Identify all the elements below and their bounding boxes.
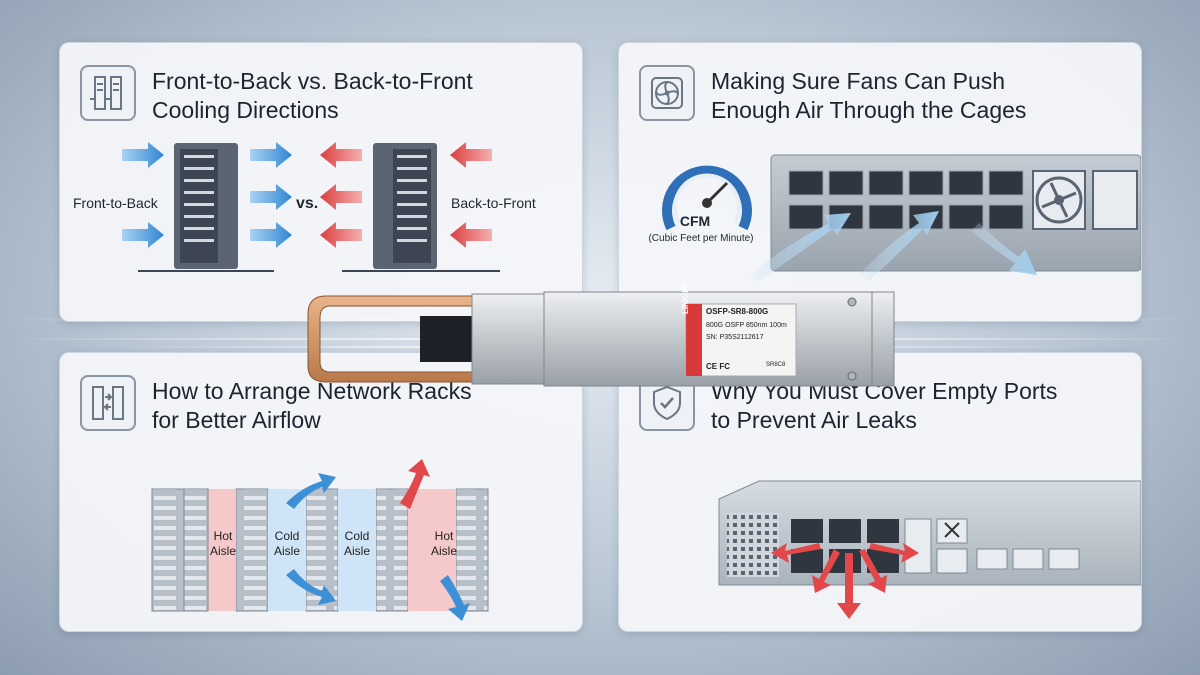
cfm-label: CFM	[679, 213, 711, 229]
fans-diagram	[662, 154, 1141, 281]
fans-title: Making Sure Fans Can Push Enough Air Thr…	[711, 68, 1027, 123]
switch-fan	[1032, 170, 1138, 230]
module-model: OSFP-SR8-800G	[706, 307, 769, 316]
cooling-diagram	[122, 142, 500, 272]
module-brand: LINK-PP	[681, 282, 690, 314]
empty-ports-panel: Why You Must Cover Empty Ports to Preven…	[618, 352, 1142, 632]
racks-diagram	[151, 459, 489, 621]
module-serial: SN: P35S2112617	[706, 334, 764, 341]
front-to-back-label: Front-to-Back	[73, 195, 158, 211]
back-to-front-arrows	[320, 142, 492, 248]
ports-diagram	[718, 480, 1141, 619]
air-leak-arrows	[771, 543, 919, 619]
module-marks: CE FC	[706, 362, 730, 371]
vs-label: vs.	[296, 195, 319, 212]
front-to-back-arrows	[122, 142, 292, 248]
rack-arrange-icon	[80, 375, 136, 431]
rack-airflow-icon	[80, 65, 136, 121]
fan-icon	[639, 65, 695, 121]
module-desc: 800G OSFP 850nm 100m	[706, 322, 787, 329]
back-to-front-label: Back-to-Front	[451, 195, 536, 211]
cfm-gauge	[662, 165, 752, 231]
fans-panel: Making Sure Fans Can Push Enough Air Thr…	[618, 42, 1142, 322]
brand-strip	[686, 304, 702, 376]
cfm-sub-label: (Cubic Feet per Minute)	[648, 233, 754, 244]
osfp-transceiver-module	[307, 291, 895, 387]
cooling-title: Front-to-Back vs. Back-to-Front Cooling …	[152, 68, 473, 123]
module-badge: SR8C8	[766, 362, 786, 368]
cooling-directions-panel: Front-to-Back vs. Back-to-Front Cooling …	[59, 42, 583, 322]
rack-arrangement-panel: How to Arrange Network Racks for Better …	[59, 352, 583, 632]
